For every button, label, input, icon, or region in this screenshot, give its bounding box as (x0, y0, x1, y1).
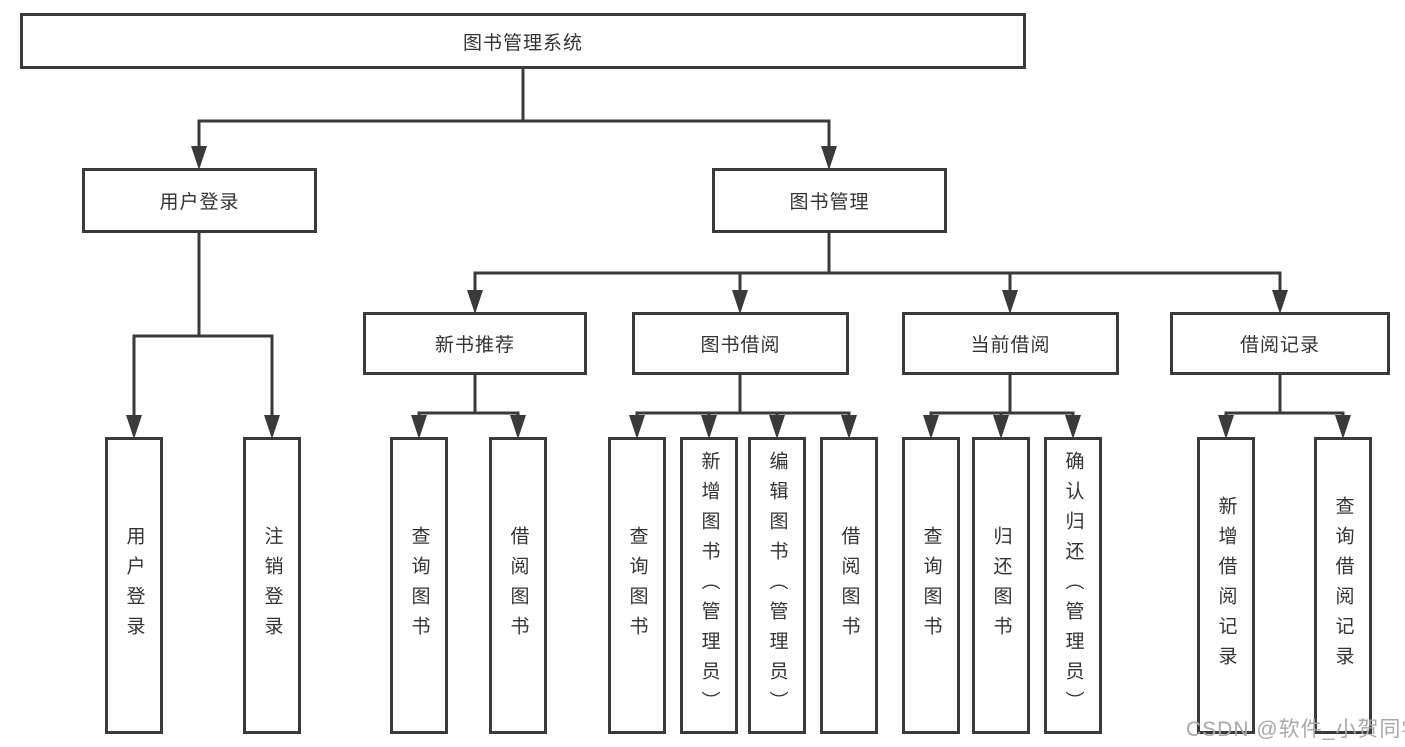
node-book-management: 图书管理 (712, 168, 947, 233)
leaf-logout: 注销登录 (243, 437, 301, 734)
leaf-query-books-3: 查询图书 (902, 437, 960, 734)
leaf-return-books: 归还图书 (972, 437, 1030, 734)
leaf-add-books-admin: 新增图书（管理员） (680, 437, 738, 734)
leaf-label: 查询图书 (920, 525, 942, 646)
leaf-user-login: 用户登录 (105, 437, 163, 734)
leaf-label: 借阅图书 (838, 525, 860, 646)
leaf-label: 编辑图书（管理员） (766, 450, 788, 721)
node-borrow-records: 借阅记录 (1170, 312, 1390, 375)
leaf-label: 新增借阅记录 (1215, 495, 1237, 676)
node-book-borrow: 图书借阅 (632, 312, 849, 375)
node-label: 图书管理系统 (462, 32, 583, 54)
leaf-label: 借阅图书 (507, 525, 529, 646)
node-label: 用户登录 (159, 192, 240, 213)
leaf-query-borrow-record: 查询借阅记录 (1314, 437, 1372, 734)
leaf-label: 注销登录 (261, 525, 283, 646)
leaf-confirm-return-admin: 确认归还（管理员） (1044, 437, 1102, 734)
leaf-borrow-books-2: 借阅图书 (820, 437, 878, 734)
node-current-borrow: 当前借阅 (902, 312, 1119, 375)
node-label: 图书管理 (789, 192, 870, 213)
leaf-add-borrow-record: 新增借阅记录 (1197, 437, 1255, 734)
leaf-label: 归还图书 (990, 525, 1012, 646)
node-label: 新书推荐 (434, 335, 515, 356)
leaf-label: 确认归还（管理员） (1062, 450, 1084, 721)
leaf-query-books: 查询图书 (390, 437, 448, 734)
node-label: 当前借阅 (970, 335, 1051, 356)
leaf-borrow-books: 借阅图书 (489, 437, 547, 734)
leaf-label: 查询图书 (408, 525, 430, 646)
node-label: 图书借阅 (700, 335, 781, 356)
node-library-management-system: 图书管理系统 (20, 13, 1026, 69)
leaf-label: 用户登录 (123, 525, 145, 646)
node-label: 借阅记录 (1239, 335, 1320, 356)
leaf-label: 查询图书 (626, 525, 648, 646)
leaf-label: 查询借阅记录 (1332, 495, 1354, 676)
node-new-book-recommend: 新书推荐 (363, 312, 587, 375)
leaf-query-books-2: 查询图书 (608, 437, 666, 734)
leaf-label: 新增图书（管理员） (698, 450, 720, 721)
watermark: CSDN @软件_小贺同学 (1186, 718, 1405, 741)
leaf-edit-books-admin: 编辑图书（管理员） (748, 437, 806, 734)
node-user-login: 用户登录 (82, 168, 317, 233)
